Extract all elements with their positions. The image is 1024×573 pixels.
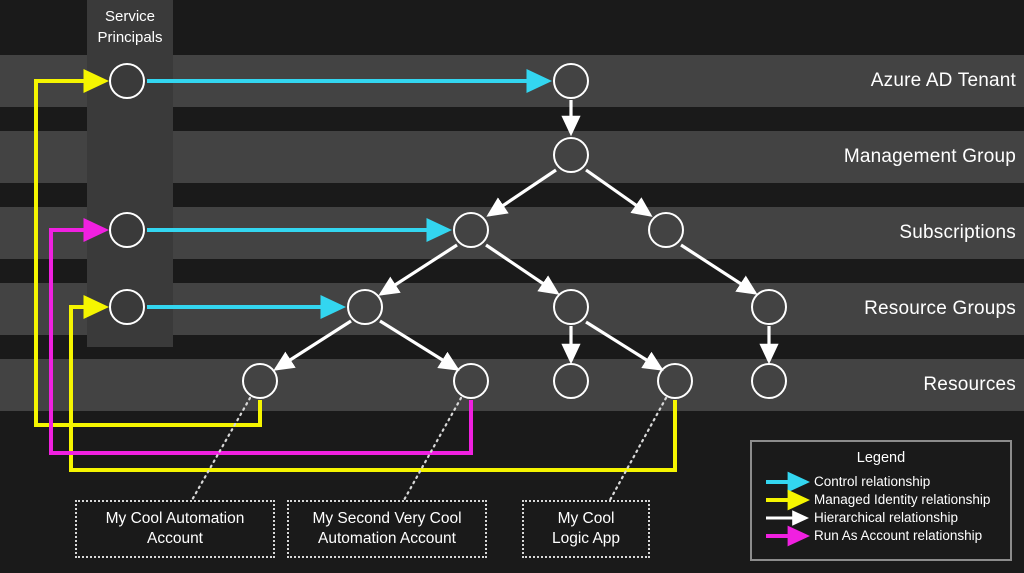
entity-box-my-second-very-cool-automation-account[interactable]: My Second Very Cool Automation Account: [287, 500, 487, 558]
node-azure-ad-tenant[interactable]: [553, 63, 589, 99]
entity-box-my-cool-logic-app[interactable]: My Cool Logic App: [522, 500, 650, 558]
node-resource-2[interactable]: [453, 363, 489, 399]
edge-rg1-to-res2: [379, 319, 460, 371]
node-service-principal-1[interactable]: [109, 63, 145, 99]
edge-mi-res1-to-sp1: [34, 68, 262, 427]
service-principals-title: Service Principals: [97, 8, 163, 46]
edge-mgmtgroup-to-sub2: [585, 168, 653, 217]
edge-runas-res2-to-sp2: [49, 217, 473, 455]
legend-label-run-as: Run As Account relationship: [814, 528, 983, 543]
node-subscription-1[interactable]: [453, 212, 489, 248]
dotted-res1-to-automation-account: [190, 396, 252, 502]
legend-label-control: Control relationship: [814, 474, 931, 489]
node-resource-group-2[interactable]: [553, 289, 589, 325]
edge-sub2-to-rg3: [680, 243, 758, 295]
dotted-res4-to-logic-app: [608, 396, 668, 502]
node-subscription-2[interactable]: [648, 212, 684, 248]
band-label-resources: Resources: [923, 374, 1016, 395]
edge-sub1-to-rg1: [378, 243, 458, 296]
dotted-res2-to-second-automation-account: [402, 396, 463, 502]
node-resource-3[interactable]: [553, 363, 589, 399]
node-service-principal-2[interactable]: [109, 212, 145, 248]
node-resource-5[interactable]: [751, 363, 787, 399]
edge-rg1-to-res1: [273, 319, 352, 371]
band-label-management-group: Management Group: [843, 146, 1016, 167]
node-resource-group-1[interactable]: [347, 289, 383, 325]
node-resource-1[interactable]: [242, 363, 278, 399]
entity-box-my-cool-automation-account[interactable]: My Cool Automation Account: [75, 500, 275, 558]
node-management-group[interactable]: [553, 137, 589, 173]
band-label-subscriptions: Subscriptions: [899, 222, 1016, 243]
legend-arrow-layer: [766, 471, 811, 547]
band-label-azure-ad-tenant: Azure AD Tenant: [870, 70, 1016, 91]
node-resource-4[interactable]: [657, 363, 693, 399]
legend-label-managed-identity: Managed Identity relationship: [814, 492, 991, 507]
legend-panel: Legend Control relationship Managed Iden…: [750, 440, 1012, 561]
legend-label-hierarchical: Hierarchical relationship: [814, 510, 959, 525]
band-label-resource-groups: Resource Groups: [864, 298, 1016, 319]
edge-rg2-to-res4: [585, 320, 664, 371]
band-resources: [0, 359, 1024, 411]
node-resource-group-3[interactable]: [751, 289, 787, 325]
edge-sub1-to-rg2: [485, 243, 560, 295]
legend-title: Legend: [856, 450, 906, 466]
node-service-principal-3[interactable]: [109, 289, 145, 325]
edge-mgmtgroup-to-sub1: [486, 168, 557, 217]
edge-mi-res4-to-sp3: [69, 294, 677, 472]
